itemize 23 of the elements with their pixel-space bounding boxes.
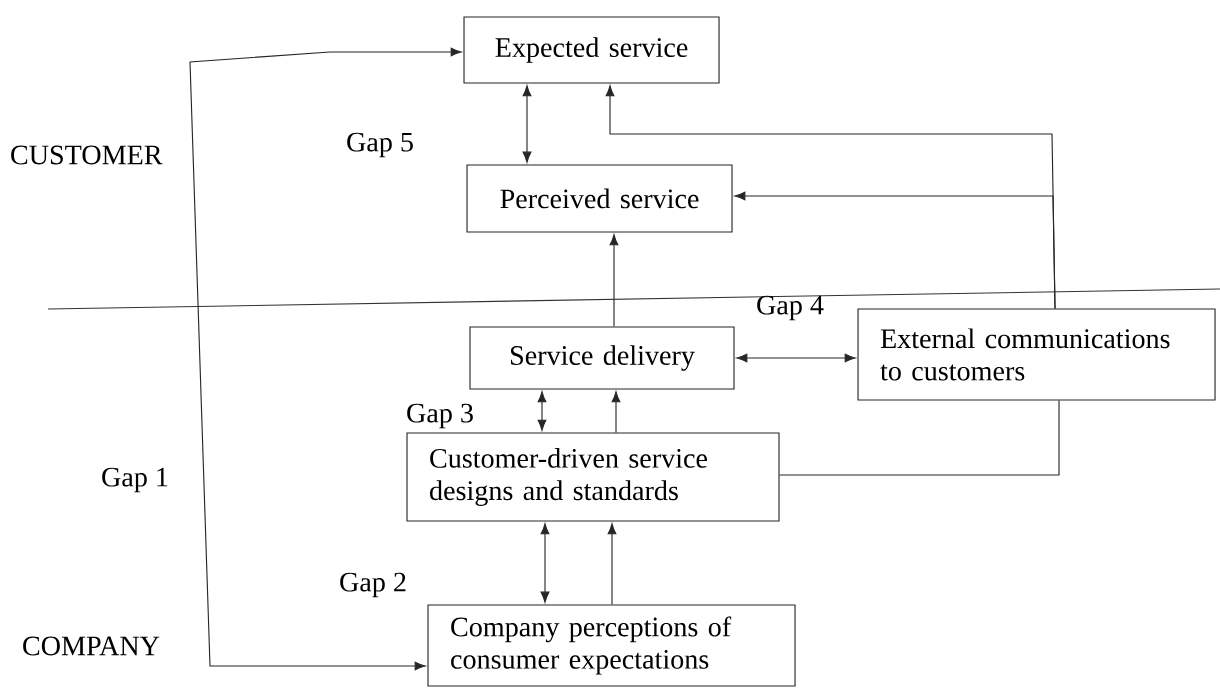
gap-label: Gap 5 bbox=[347, 132, 413, 158]
section-label: CUSTOMER bbox=[11, 145, 163, 165]
process-box: Perceived service bbox=[466, 164, 733, 233]
gap-label: Gap 2 bbox=[340, 572, 406, 598]
arrow bbox=[537, 391, 547, 431]
process-box: Expected service bbox=[463, 16, 720, 84]
connector-line bbox=[779, 400, 1060, 476]
process-box: External communications to customers bbox=[857, 308, 1216, 401]
arrow bbox=[736, 353, 856, 363]
arrow bbox=[609, 234, 619, 327]
gap-label: Gap 3 bbox=[407, 403, 473, 429]
arrow bbox=[607, 523, 617, 605]
gap-label: Gap 1 bbox=[102, 467, 168, 493]
arrow bbox=[540, 523, 550, 603]
arrow bbox=[734, 191, 1056, 309]
process-box: Service delivery bbox=[469, 326, 735, 390]
gap-label: Gap 4 bbox=[757, 295, 824, 321]
arrow bbox=[189, 47, 462, 671]
arrow bbox=[611, 391, 621, 433]
arrow bbox=[522, 85, 532, 163]
section-label: COMPANY bbox=[23, 636, 160, 656]
process-box: Company perceptions of consumer expectations bbox=[427, 604, 796, 687]
process-box: Customer-driven service designs and standards bbox=[406, 432, 780, 522]
